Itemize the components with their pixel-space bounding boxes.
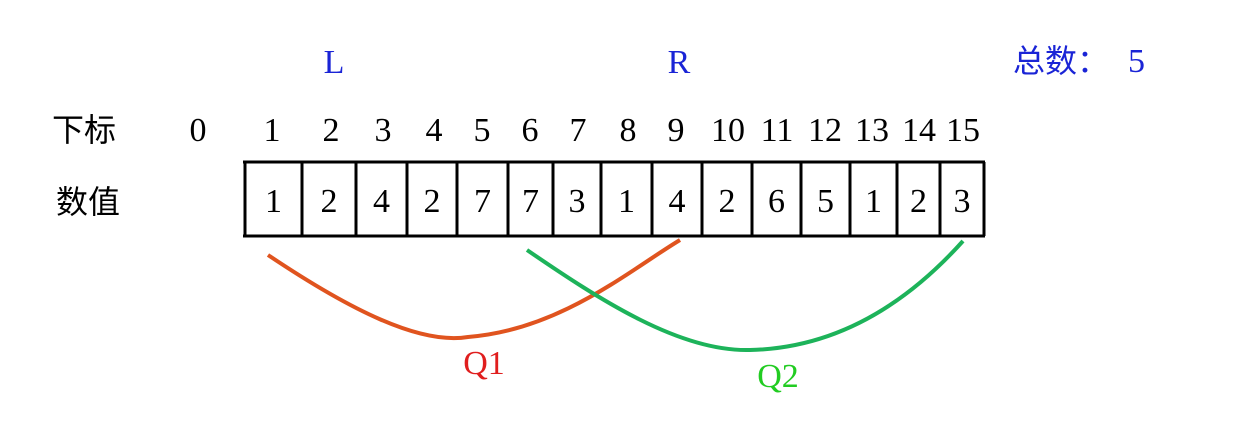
query-q2-arc bbox=[525, 239, 965, 353]
index-number: 11 bbox=[761, 112, 794, 149]
index-number: 2 bbox=[323, 112, 340, 149]
cell-value: 1 bbox=[865, 183, 882, 220]
index-number: 5 bbox=[474, 112, 491, 149]
cell-value: 1 bbox=[618, 183, 635, 220]
total-count: 总数： 5 bbox=[1013, 43, 1145, 80]
index-number: 4 bbox=[426, 112, 443, 149]
total-count-value: 5 bbox=[1128, 43, 1145, 80]
query-q1-label: Q1 bbox=[463, 345, 505, 382]
index-number: 8 bbox=[620, 112, 637, 149]
index-number: 12 bbox=[808, 112, 842, 149]
index-number: 3 bbox=[375, 112, 392, 149]
index-number: 1 bbox=[264, 112, 281, 149]
index-number: 6 bbox=[522, 112, 539, 149]
index-number: 10 bbox=[711, 112, 745, 149]
index-number: 0 bbox=[190, 112, 207, 149]
right-pointer-label: R bbox=[668, 44, 691, 81]
index-row-label: 下标 bbox=[52, 112, 116, 148]
value-row-label: 数值 bbox=[56, 184, 120, 220]
cell-value: 2 bbox=[910, 183, 927, 220]
cell-value: 3 bbox=[569, 183, 586, 220]
index-number: 7 bbox=[570, 112, 587, 149]
left-pointer-label: L bbox=[324, 44, 345, 81]
index-number: 14 bbox=[902, 112, 936, 149]
cell-value: 1 bbox=[265, 183, 282, 220]
query-q1-arc bbox=[266, 238, 682, 341]
index-number: 9 bbox=[668, 112, 685, 149]
total-count-label: 总数： bbox=[1013, 43, 1109, 79]
cell-value: 2 bbox=[424, 183, 441, 220]
query-q2-label: Q2 bbox=[757, 358, 799, 395]
cell-value: 3 bbox=[954, 183, 971, 220]
cell-value: 7 bbox=[522, 183, 539, 220]
cell-value: 2 bbox=[321, 183, 338, 220]
cell-value: 5 bbox=[817, 183, 834, 220]
index-number: 13 bbox=[855, 112, 889, 149]
cell-value: 4 bbox=[373, 183, 390, 220]
cell-value: 2 bbox=[719, 183, 736, 220]
cell-value: 4 bbox=[669, 183, 686, 220]
index-number: 15 bbox=[946, 112, 980, 149]
cell-value: 7 bbox=[474, 183, 491, 220]
cell-value: 6 bbox=[768, 183, 785, 220]
